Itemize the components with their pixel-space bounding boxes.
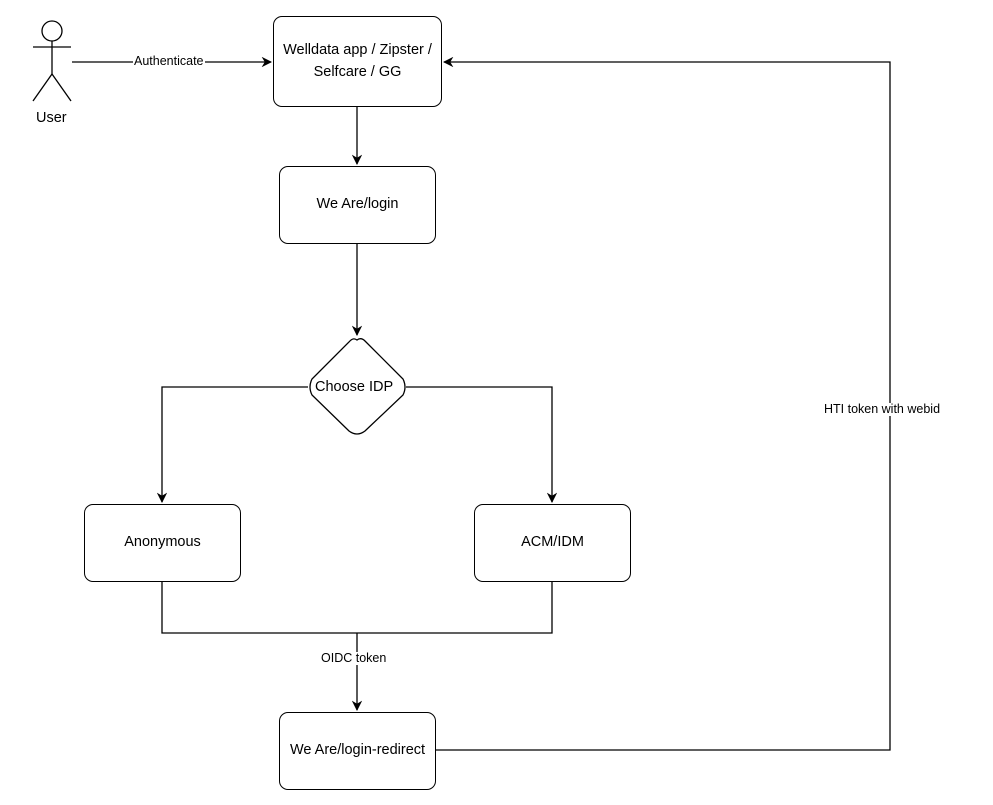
user-label: User xyxy=(36,110,67,126)
anonymous-label: Anonymous xyxy=(124,534,201,551)
welldata-app-line-1: Welldata app / Zipster / xyxy=(283,42,432,59)
welldata-app-node: Welldata app / Zipster / Selfcare / GG xyxy=(273,16,442,107)
anonymous-node: Anonymous xyxy=(84,504,241,582)
login-redirect-label: We Are/login-redirect xyxy=(289,742,426,759)
authenticate-edge-label: Authenticate xyxy=(133,54,205,68)
choose-idp-diamond xyxy=(309,338,406,435)
choose-idp-label: Choose IDP xyxy=(315,379,394,395)
hti-token-edge xyxy=(436,56,891,751)
acm-idm-node: ACM/IDM xyxy=(474,504,631,582)
we-are-login-node: We Are/login xyxy=(279,166,436,244)
welldata-app-line-2: Selfcare / GG xyxy=(313,63,402,80)
hti-token-edge-label: HTI token with webid xyxy=(823,402,942,416)
anonymous-merge-edge xyxy=(161,582,553,634)
acm-idm-label: ACM/IDM xyxy=(521,534,584,551)
choose-idp-to-anonymous-edge xyxy=(156,386,308,504)
user-actor-icon xyxy=(32,20,72,102)
choose-idp-to-acm-idm-edge xyxy=(406,386,558,504)
we-are-login-label: We Are/login xyxy=(316,196,399,213)
login-redirect-node: We Are/login-redirect xyxy=(279,712,436,790)
oidc-token-edge-label: OIDC token xyxy=(320,651,388,665)
